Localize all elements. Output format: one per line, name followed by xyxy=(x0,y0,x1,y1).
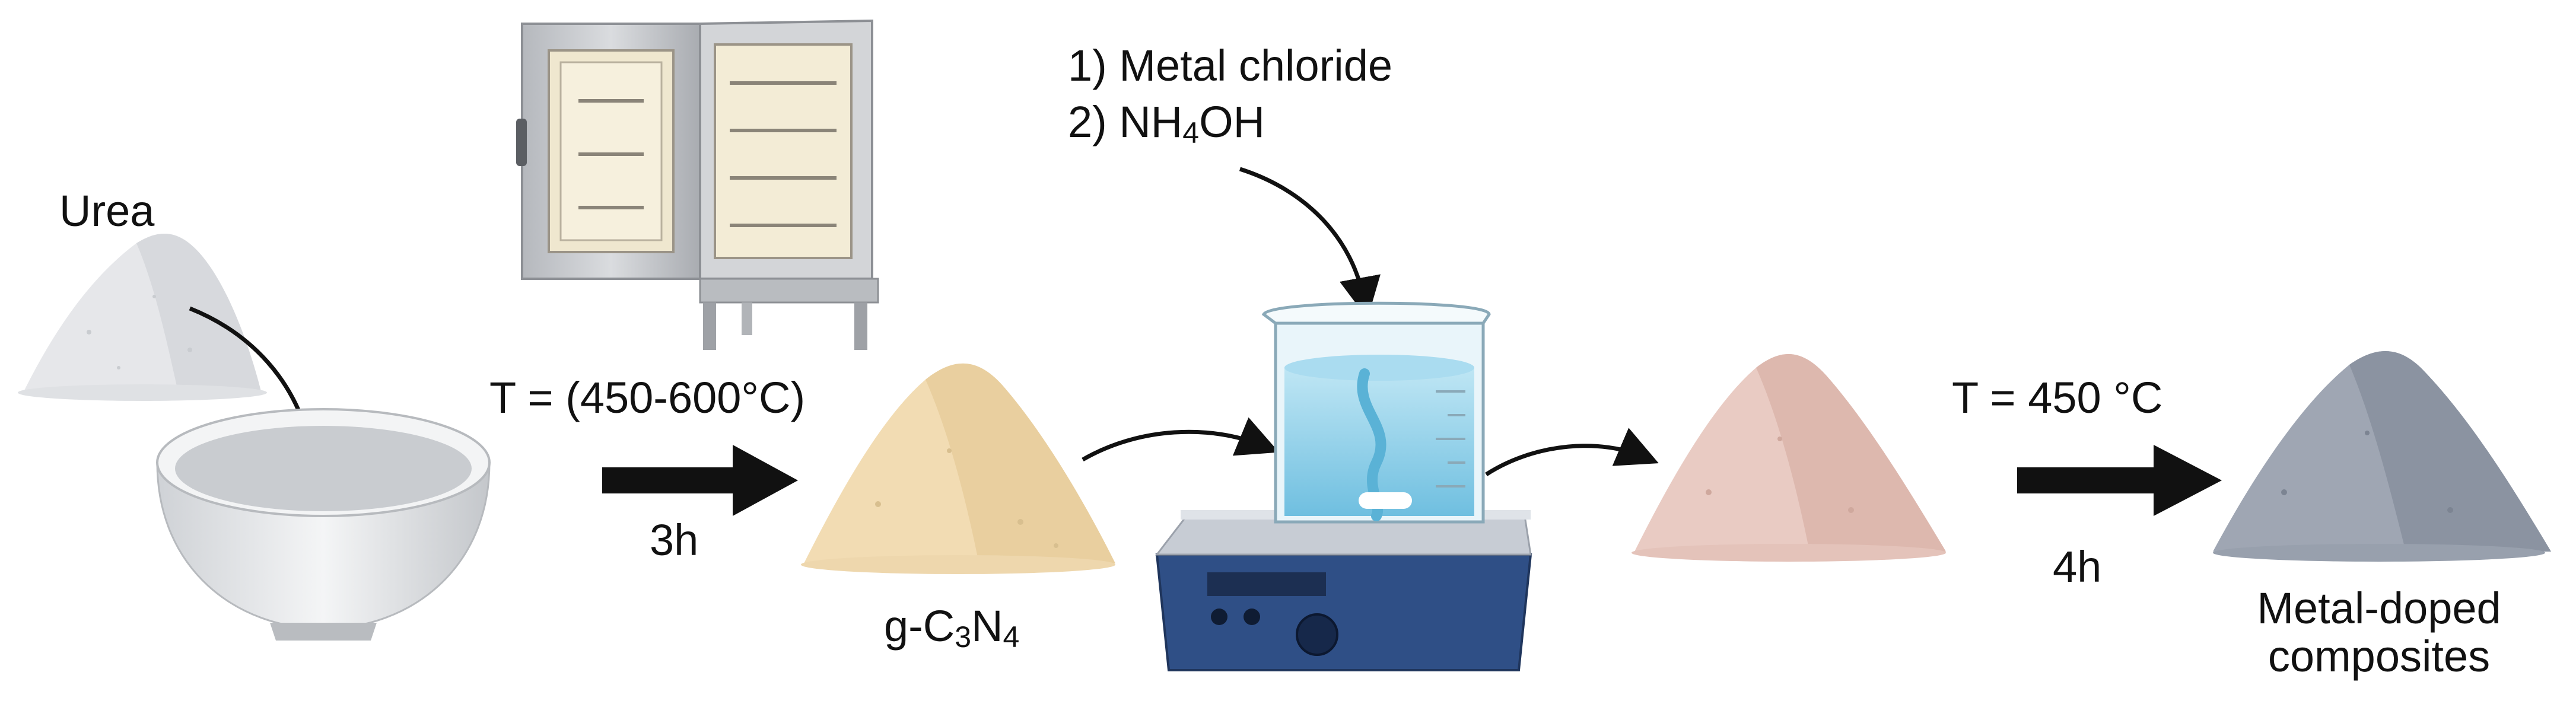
reagent-label-2-suffix: OH xyxy=(1199,97,1265,146)
gcn-pile-icon xyxy=(801,363,1115,574)
reagent-label-2-prefix: 2) NH xyxy=(1068,97,1183,146)
product-pile-icon xyxy=(2213,351,2551,562)
beaker-icon xyxy=(1261,301,1491,524)
gcn-label-prefix: g-C xyxy=(884,601,955,651)
intermediate-pile-icon xyxy=(1632,354,1946,562)
gcn-label-mid: N xyxy=(971,601,1003,651)
furnace-icon xyxy=(516,19,879,350)
curved-arrow-gcn-to-beaker xyxy=(1082,417,1279,462)
temperature-label-step-1: T = (450-600°C) xyxy=(489,373,806,422)
arrow-step-1 xyxy=(602,445,798,516)
bowl-icon xyxy=(156,408,491,641)
product-label: Metal-doped composites xyxy=(2254,584,2504,681)
gcn-label: g-C3N4 xyxy=(884,602,1019,654)
magnetic-stirrer-icon xyxy=(1155,510,1532,671)
time-label-step-2: 4h xyxy=(2053,542,2102,591)
reagent-label-2-sub: 4 xyxy=(1182,116,1200,149)
reagent-label-1: 1) Metal chloride xyxy=(1068,41,1393,90)
reagent-label-2: 2) NH4OH xyxy=(1068,98,1265,149)
temperature-label-step-2: T = 450 °C xyxy=(1952,373,2163,422)
curved-arrow-beaker-to-intermediate xyxy=(1485,428,1659,476)
time-label-step-1: 3h xyxy=(650,515,699,565)
curved-arrow-reagents-to-beaker xyxy=(1239,167,1381,319)
product-label-line-1: Metal-doped xyxy=(2257,584,2501,633)
gcn-label-sub-4: 4 xyxy=(1003,620,1020,654)
gcn-label-sub-3: 3 xyxy=(955,620,972,654)
arrow-step-2 xyxy=(2017,445,2222,516)
urea-pile-icon xyxy=(18,233,267,401)
urea-label: Urea xyxy=(59,186,155,235)
product-label-line-2: composites xyxy=(2267,632,2491,681)
